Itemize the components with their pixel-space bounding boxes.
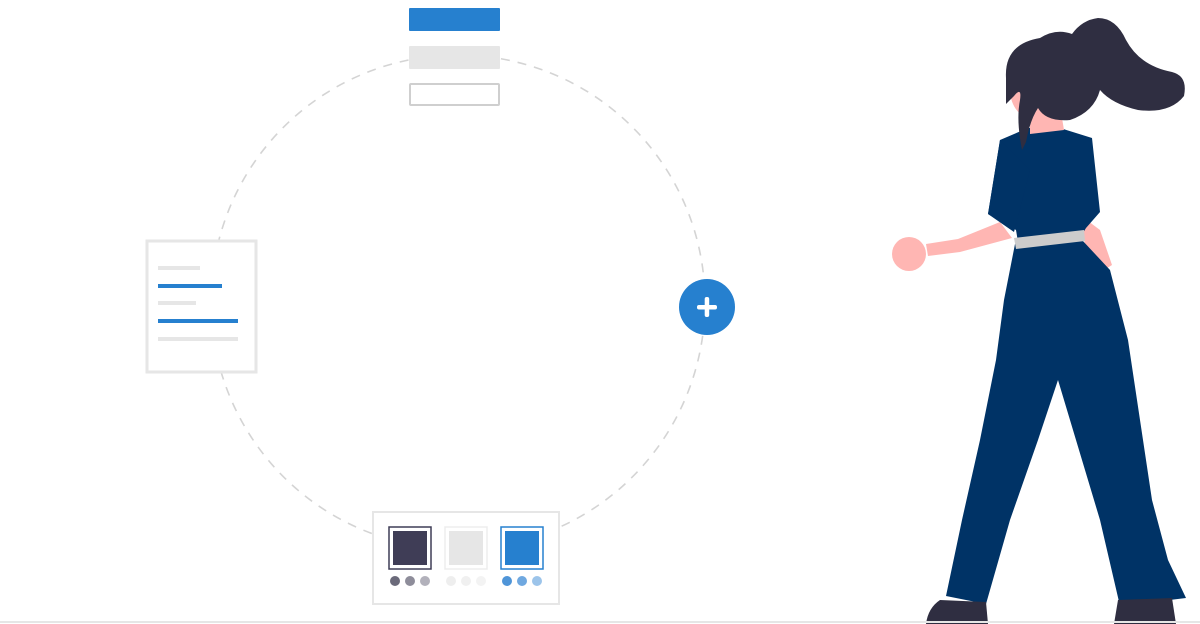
swatch-dot xyxy=(517,576,527,586)
swatch-dot xyxy=(446,576,456,586)
left-shoe xyxy=(926,600,988,624)
hand xyxy=(892,237,926,271)
swatch-dot xyxy=(420,576,430,586)
swatch-dot xyxy=(532,576,542,586)
woman-figure xyxy=(892,18,1186,624)
add-button[interactable] xyxy=(679,279,735,335)
reaching-arm xyxy=(926,222,1012,256)
document-line xyxy=(158,301,196,305)
pants xyxy=(946,240,1186,606)
color-swatch-dark[interactable] xyxy=(388,526,432,586)
belt xyxy=(1014,230,1085,249)
swatch-square xyxy=(393,531,427,565)
document-line xyxy=(158,319,238,323)
sleeve xyxy=(988,140,1030,232)
swatch-dot xyxy=(461,576,471,586)
secondary-bar xyxy=(409,46,500,69)
dashed-circle xyxy=(210,54,706,550)
far-arm xyxy=(1080,215,1112,270)
ui-element-stack xyxy=(409,8,500,106)
color-swatch-blue[interactable] xyxy=(500,526,544,586)
color-swatch-light[interactable] xyxy=(444,526,488,586)
primary-bar xyxy=(409,8,500,31)
swatch-dot xyxy=(390,576,400,586)
swatch-dot xyxy=(405,576,415,586)
right-shoe xyxy=(1114,598,1176,624)
hair xyxy=(1005,18,1185,150)
swatch-dot xyxy=(476,576,486,586)
swatch-square xyxy=(449,531,483,565)
swatch-square xyxy=(505,531,539,565)
document-card xyxy=(145,239,258,374)
document-line xyxy=(158,337,238,341)
document-line xyxy=(158,266,200,270)
document-line xyxy=(158,284,222,288)
plus-icon xyxy=(697,297,717,317)
outline-bar xyxy=(409,83,500,106)
swatch-dot xyxy=(502,576,512,586)
color-palette-card xyxy=(372,511,560,605)
